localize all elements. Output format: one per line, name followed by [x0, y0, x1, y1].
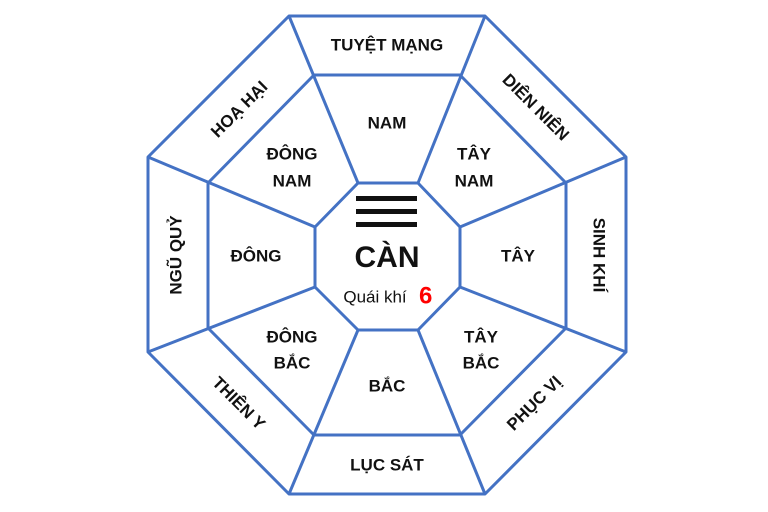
inner-label-ne-1: TÂY: [457, 144, 492, 163]
inner-label-se-2: BẮC: [463, 353, 500, 372]
octagon-lines: [146, 14, 628, 496]
inner-label-s: BẮC: [369, 376, 406, 395]
center-name: CÀN: [355, 240, 420, 274]
spoke: [416, 329, 487, 495]
spoke: [287, 329, 360, 495]
outer-label-w: NGŨ QUỶ: [165, 215, 185, 295]
inner-label-w: ĐÔNG: [231, 246, 282, 265]
inner-label-nw-2: NAM: [273, 171, 312, 190]
inner-label-n: NAM: [368, 113, 407, 132]
center-number: 6: [419, 282, 432, 309]
inner-label-se-1: TÂY: [464, 327, 499, 346]
outer-label-e: SINH KHÍ: [590, 218, 609, 294]
inner-label-ne-2: NAM: [455, 171, 494, 190]
inner-label-sw-1: ĐÔNG: [267, 327, 318, 346]
outer-label-n: TUYỆT MẠNG: [331, 35, 443, 54]
inner-label-e: TÂY: [501, 246, 536, 265]
outer-label-s: LỤC SÁT: [350, 455, 424, 474]
spoke: [459, 285, 627, 354]
center-caption: Quái khí: [343, 287, 407, 306]
spoke: [147, 155, 316, 229]
trigram-icon: [356, 196, 417, 227]
spoke: [147, 285, 316, 354]
inner-label-sw-2: BẮC: [274, 353, 311, 372]
inner-label-nw-1: ĐÔNG: [267, 144, 318, 163]
spoke: [416, 15, 487, 184]
outer-label-ne: DIÊN NIÊN: [499, 70, 573, 144]
spoke: [459, 155, 627, 229]
spoke: [287, 15, 360, 184]
